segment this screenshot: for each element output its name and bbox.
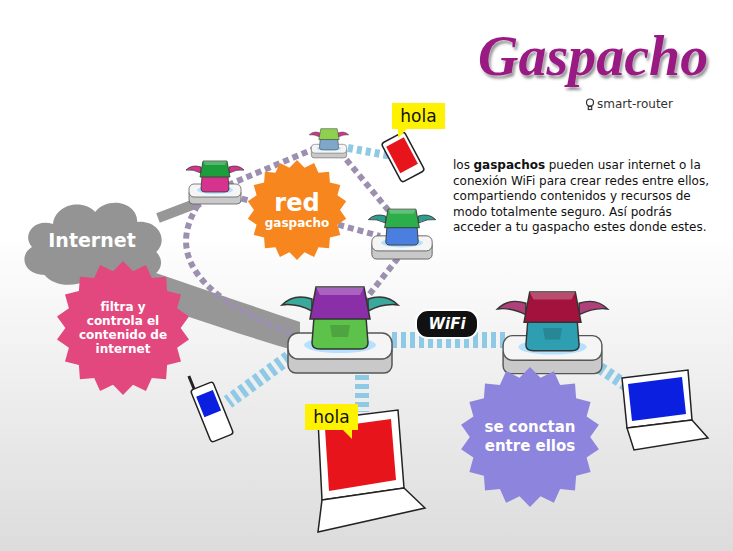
wifi-links <box>228 148 630 412</box>
starburst-fill <box>248 160 346 260</box>
node-label: gaspacho <box>265 216 329 230</box>
node-text-group: hola <box>313 407 349 427</box>
node-text-group: Internet <box>48 229 135 251</box>
node-text-group: hola <box>400 106 436 126</box>
subtitle-text: smart-router <box>597 97 673 111</box>
gaspacho-router <box>309 129 348 158</box>
gaspacho-router <box>497 292 607 374</box>
node-label: hola <box>313 407 349 427</box>
node-text-group: WiFi <box>428 315 465 333</box>
speech-bubble: hola <box>392 103 445 129</box>
node-label: hola <box>400 106 436 126</box>
node-label: red <box>265 190 329 216</box>
title-text: Gaspacho <box>478 24 708 88</box>
starburst-badge: redgaspacho <box>247 160 347 260</box>
gaspacho-router <box>186 161 244 204</box>
starburst-fill <box>57 261 189 395</box>
phone-icon <box>185 369 233 443</box>
node-label: Internet <box>48 229 135 251</box>
node-label: filtra y controla el contenido de intern… <box>78 300 168 356</box>
phone-icon <box>381 131 425 182</box>
node-text-group: filtra y controla el contenido de intern… <box>78 300 168 356</box>
node-text-group: redgaspacho <box>265 190 329 230</box>
mesh-links <box>186 148 398 335</box>
gaspacho-router <box>368 209 435 259</box>
starburst-fill <box>461 367 599 507</box>
speech-bubble: hola <box>305 404 358 430</box>
paragraph-bold-text: gaspachos <box>474 158 546 172</box>
starburst-badge: filtra y controla el contenido de intern… <box>56 261 190 395</box>
wifi-logo: WiFi <box>415 309 479 339</box>
node-text-group: se conctan entre ellos <box>478 418 582 456</box>
bubble-tail <box>398 128 408 138</box>
node-label: se conctan entre ellos <box>478 418 582 456</box>
bulb-icon <box>587 99 594 110</box>
laptop-icon <box>622 370 708 450</box>
paragraph-text: los <box>453 158 470 172</box>
gaspacho-router <box>282 287 398 373</box>
node-label: WiFi <box>428 315 465 333</box>
starburst-badge: se conctan entre ellos <box>460 367 600 507</box>
description-paragraph: losgaspachospueden usar internet o la co… <box>453 158 721 236</box>
bubble-tail <box>342 429 352 439</box>
